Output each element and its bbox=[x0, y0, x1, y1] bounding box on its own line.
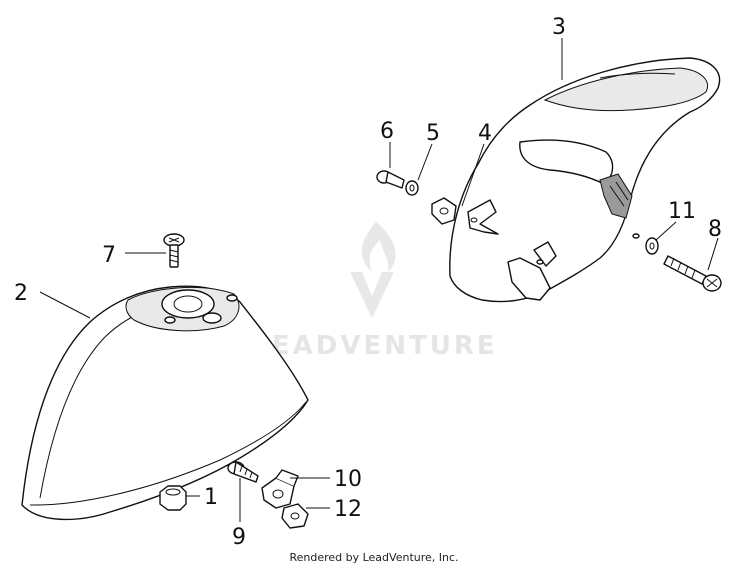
callout-8: 8 bbox=[708, 217, 722, 242]
square-nut-part-5[interactable] bbox=[431, 197, 457, 225]
callout-12: 12 bbox=[334, 497, 362, 522]
square-nut-part-12[interactable] bbox=[281, 503, 309, 529]
watermark: LEADVENTURE bbox=[252, 222, 497, 361]
bolt-part-9[interactable] bbox=[227, 461, 259, 483]
screw-part-8[interactable] bbox=[663, 255, 722, 292]
leadventure-flame-logo-icon bbox=[350, 222, 396, 318]
callout-5: 5 bbox=[426, 121, 440, 146]
nut-part-1[interactable] bbox=[159, 485, 187, 511]
leader-lines bbox=[39, 38, 719, 522]
bracket-clip-part-4[interactable] bbox=[467, 199, 499, 235]
callout-6: 6 bbox=[380, 119, 394, 144]
callout-3: 3 bbox=[552, 15, 566, 40]
callout-7: 7 bbox=[102, 243, 116, 268]
screw-part-6[interactable] bbox=[376, 170, 419, 196]
clip-nut-part-10[interactable] bbox=[261, 469, 299, 509]
callout-labels: 1 2 3 4 5 6 7 8 9 10 11 12 bbox=[14, 15, 722, 550]
callout-10: 10 bbox=[334, 467, 362, 492]
callout-9: 9 bbox=[232, 525, 246, 550]
screw-part-7[interactable] bbox=[163, 233, 185, 268]
rear-fender-part-3[interactable] bbox=[449, 57, 721, 303]
callout-1: 1 bbox=[204, 485, 218, 510]
front-fender-part-2[interactable] bbox=[21, 285, 309, 521]
callout-11: 11 bbox=[668, 199, 696, 224]
callout-2: 2 bbox=[14, 281, 28, 306]
washer-part-11[interactable] bbox=[645, 237, 659, 255]
render-credit: Rendered by LeadVenture, Inc. bbox=[289, 551, 458, 564]
callout-4: 4 bbox=[478, 121, 492, 146]
watermark-text: LEADVENTURE bbox=[252, 331, 497, 361]
